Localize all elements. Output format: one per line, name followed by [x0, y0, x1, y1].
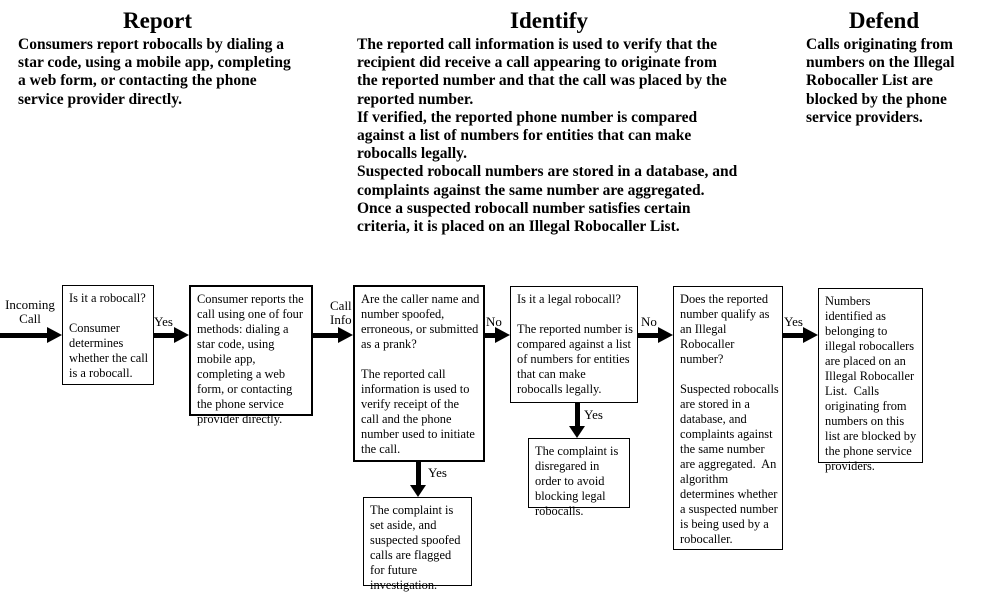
arrow-head-icon — [658, 327, 673, 343]
flow-box-spoof-check: Are the caller name and number spoofed, … — [353, 285, 485, 462]
arrow-shaft — [313, 332, 340, 338]
flow-box-illegal-robocaller-qualify: Does the reported number qualify as an I… — [673, 286, 783, 550]
flow-box-is-robocall: Is it a robocall? Consumer determines wh… — [62, 285, 154, 385]
arrow-no-to-qualify-check-icon — [638, 327, 673, 343]
arrow-head-icon — [569, 426, 585, 438]
phase-report-title: Report — [123, 8, 192, 33]
arrow-shaft — [783, 332, 805, 338]
incoming-call-label: Incoming Call — [5, 297, 55, 326]
arrow-head-icon — [338, 327, 353, 343]
flow-box-complaint-set-aside: The complaint is set aside, and suspecte… — [363, 497, 472, 592]
arrow-yes-to-blocked-icon — [783, 327, 818, 343]
arrow-yes-to-disregard-icon — [569, 403, 585, 438]
arrow-head-icon — [47, 327, 62, 343]
edge-label-no-1: No — [486, 314, 502, 329]
edge-label-yes-down-2: Yes — [584, 407, 603, 422]
arrow-head-icon — [495, 327, 510, 343]
arrow-shaft — [638, 332, 660, 338]
flow-box-legal-robocall-check: Is it a legal robocall? The reported num… — [510, 286, 638, 403]
arrow-shaft — [574, 403, 580, 427]
edge-label-yes-down-1: Yes — [428, 465, 447, 480]
arrow-call-info-icon — [313, 327, 353, 343]
flow-box-numbers-blocked: Numbers identified as belonging to illeg… — [818, 288, 923, 473]
arrow-head-icon — [410, 485, 426, 497]
arrow-shaft — [154, 332, 176, 338]
phase-defend: Defend Calls originating from numbers on… — [806, 8, 962, 127]
arrow-yes-to-set-aside-icon — [410, 462, 426, 497]
arrow-shaft — [485, 332, 497, 338]
arrow-incoming-call-icon — [0, 327, 62, 343]
phase-report: Report Consumers report robocalls by dia… — [18, 8, 297, 109]
flow-box-consumer-reports: Consumer reports the call using one of f… — [189, 285, 313, 426]
arrow-shaft — [0, 332, 49, 338]
arrow-shaft — [415, 462, 421, 486]
edge-label-yes-2: Yes — [784, 314, 803, 329]
edge-label-no-2: No — [641, 314, 657, 329]
phase-identify-title: Identify — [510, 8, 588, 33]
edge-label-yes-1: Yes — [154, 314, 173, 329]
phase-identify-description: The reported call information is used to… — [357, 36, 738, 236]
phase-defend-description: Calls originating from numbers on the Il… — [806, 36, 959, 126]
arrow-no-to-legal-check-icon — [485, 327, 510, 343]
phase-identify: Identify The reported call information i… — [357, 8, 741, 236]
arrow-yes-to-report-icon — [154, 327, 189, 343]
flow-box-complaint-disregarded: The complaint is disregared in order to … — [528, 438, 630, 518]
arrow-head-icon — [174, 327, 189, 343]
phase-defend-title: Defend — [848, 8, 920, 33]
edge-label-call-info: Call Info — [330, 298, 352, 327]
arrow-head-icon — [803, 327, 818, 343]
phase-report-description: Consumers report robocalls by dialing a … — [18, 36, 295, 108]
